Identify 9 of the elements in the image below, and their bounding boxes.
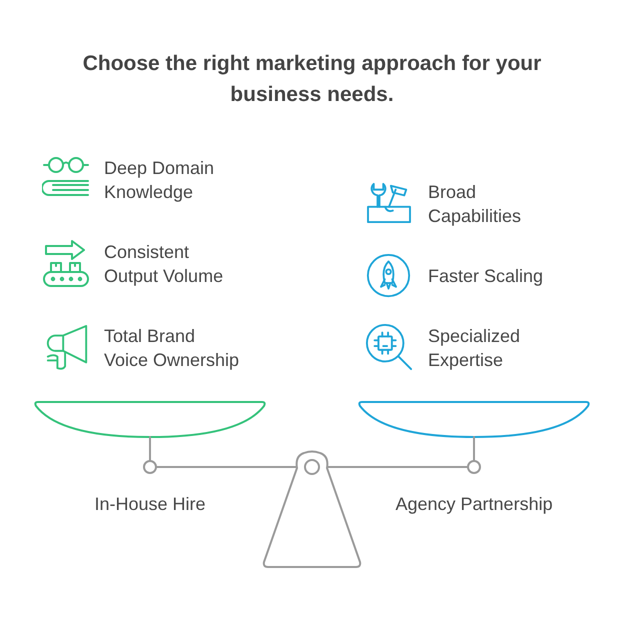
feature-label: Faster Scaling [428, 265, 544, 288]
option-label: In-House Hire [94, 493, 206, 516]
feature-label: Deep Domain Knowledge [104, 157, 216, 204]
feature-label: Broad Capabilities [428, 181, 522, 228]
option-label: Agency Partnership [396, 493, 553, 516]
feature-label: Consistent Output Volume [104, 241, 224, 288]
feature-label: Total Brand Voice Ownership [104, 325, 240, 372]
title: Choose the right marketing approach for your business needs. [82, 51, 542, 108]
feature-label: Specialized Expertise [428, 325, 522, 372]
